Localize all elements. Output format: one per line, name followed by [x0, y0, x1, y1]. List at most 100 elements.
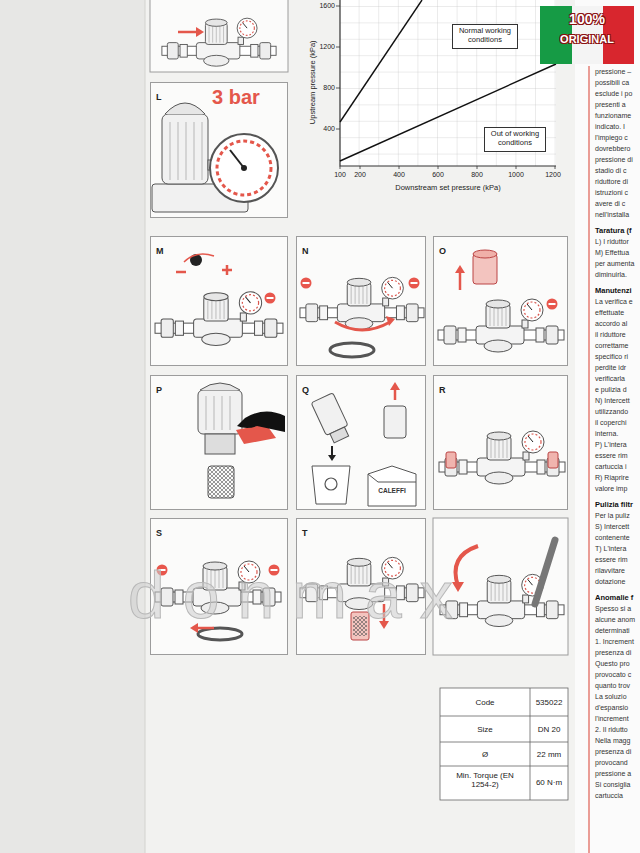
region-box: Normal working conditions — [452, 24, 518, 49]
body-text: Spesso si a — [595, 605, 631, 613]
region-label: Out of working conditions — [488, 130, 542, 147]
table-cell: 22 mm — [537, 750, 561, 759]
body-text: quanto trov — [595, 682, 630, 690]
body-text: pressione a — [595, 770, 631, 778]
body-text: presenza di — [595, 649, 631, 657]
body-text: presenti a — [595, 101, 626, 109]
body-text: rilavvitare — [595, 567, 625, 575]
table-cell: Size — [477, 725, 493, 734]
table-cell: DN 20 — [538, 725, 561, 734]
paper-margin — [0, 0, 145, 853]
step-letter: S — [156, 528, 162, 538]
table-cell: Ø — [482, 750, 488, 759]
body-text: P) L'intera — [595, 441, 627, 449]
body-text: N) Intercett — [595, 397, 630, 405]
cartridge-disposal — [311, 382, 416, 506]
step-letter: Q — [302, 385, 309, 395]
step-letter: M — [156, 246, 164, 256]
step-panel: Q — [296, 375, 426, 510]
body-text: riduttore di — [595, 178, 628, 186]
axis-tick: 1200 — [319, 43, 335, 51]
brand-label: CALEFFI — [378, 487, 405, 494]
axis-title: Downstream set pressure (kPa) — [395, 184, 500, 193]
body-text: nell'installa — [595, 211, 629, 219]
pressure-annotation: 3 bar — [212, 86, 260, 109]
body-text: d'espansio — [595, 704, 628, 712]
cartridge-cleaning — [198, 383, 285, 498]
body-text: dovrebbero — [595, 145, 630, 153]
axis-tick: 100 — [334, 171, 346, 179]
body-text: correttame — [595, 342, 628, 350]
step-panel: R — [433, 375, 568, 510]
body-text: pressione di — [595, 156, 633, 164]
step-letter: P — [156, 385, 162, 395]
body-text: provocand — [595, 759, 628, 767]
step-panel: O — [433, 236, 568, 366]
body-text: diminuirla. — [595, 271, 627, 279]
body-text: verificarla — [595, 375, 625, 383]
step-panel-frames — [150, 0, 568, 655]
body-text: La verifica e — [595, 298, 633, 306]
body-text: valore imp — [595, 485, 627, 493]
step-letter: R — [439, 385, 446, 395]
body-text: La soluzio — [595, 693, 627, 701]
body-text: Per la puliz — [595, 512, 630, 520]
body-text: indicato. I — [595, 123, 625, 131]
axis-tick: 400 — [323, 125, 335, 133]
table-cell: 535022 — [536, 698, 563, 707]
valve-figure-n — [300, 277, 424, 357]
valve-figure-o — [438, 250, 564, 352]
body-text: interna. — [595, 430, 618, 438]
body-text: contenente — [595, 534, 630, 542]
section-heading: Taratura (f — [595, 227, 632, 236]
italian-flag-badge — [540, 6, 634, 64]
body-text: M) Effettua — [595, 249, 629, 257]
body-text: per aumenta — [595, 260, 634, 268]
section-heading: Anomalie f — [595, 594, 633, 603]
gauge-closeup — [152, 103, 278, 212]
column-rule — [588, 66, 589, 853]
valve-figure-m — [155, 254, 283, 345]
body-text: istruzioni c — [595, 189, 628, 197]
body-text: determinati — [595, 627, 630, 635]
body-text: il riduttore — [595, 331, 626, 339]
body-text: e pulizia d — [595, 386, 627, 394]
badge-text: ORIGINAL — [560, 33, 614, 46]
body-text: T) L'intera — [595, 545, 626, 553]
body-text: 2. Il ridutto — [595, 726, 628, 734]
body-text: funzioname — [595, 112, 631, 120]
body-text: il coperchi — [595, 419, 627, 427]
step-panel: N — [296, 236, 426, 366]
axis-tick: 1000 — [508, 171, 524, 179]
body-text: alcune anom — [595, 616, 635, 624]
body-text: stadio di c — [595, 167, 627, 175]
body-text: esclude i po — [595, 90, 632, 98]
body-text: utilizzando — [595, 408, 628, 416]
axis-tick: 1200 — [545, 171, 561, 179]
body-text: Questo pro — [595, 660, 630, 668]
step-letter: O — [439, 246, 446, 256]
body-text: cartuccia i — [595, 463, 627, 471]
region-box: Out of working conditions — [484, 127, 546, 152]
body-text: cartuccia — [595, 792, 623, 800]
body-text: avere di c — [595, 200, 625, 208]
axis-title: Upstream pressure (kPa) — [309, 40, 318, 124]
section-heading: Pulizia filtr — [595, 501, 633, 510]
pressure-chart — [336, 0, 556, 169]
axis-tick: 400 — [393, 171, 405, 179]
step-panel: M — [150, 236, 288, 366]
body-text: pressione – — [595, 68, 631, 76]
step-panel: P — [150, 375, 288, 510]
spec-table — [440, 688, 568, 800]
body-text: perdite idr — [595, 364, 626, 372]
section-heading: Manutenzi — [595, 287, 632, 296]
step-letter: L — [156, 92, 162, 102]
body-text: effettuate — [595, 309, 624, 317]
body-text: l'impiego c — [595, 134, 628, 142]
valve-figure-r — [439, 431, 565, 484]
body-text: l'increment — [595, 715, 629, 723]
body-text: specifico ri — [595, 353, 628, 361]
text-column — [575, 0, 640, 853]
fold-line — [145, 0, 146, 853]
body-text: dotazione — [595, 578, 625, 586]
